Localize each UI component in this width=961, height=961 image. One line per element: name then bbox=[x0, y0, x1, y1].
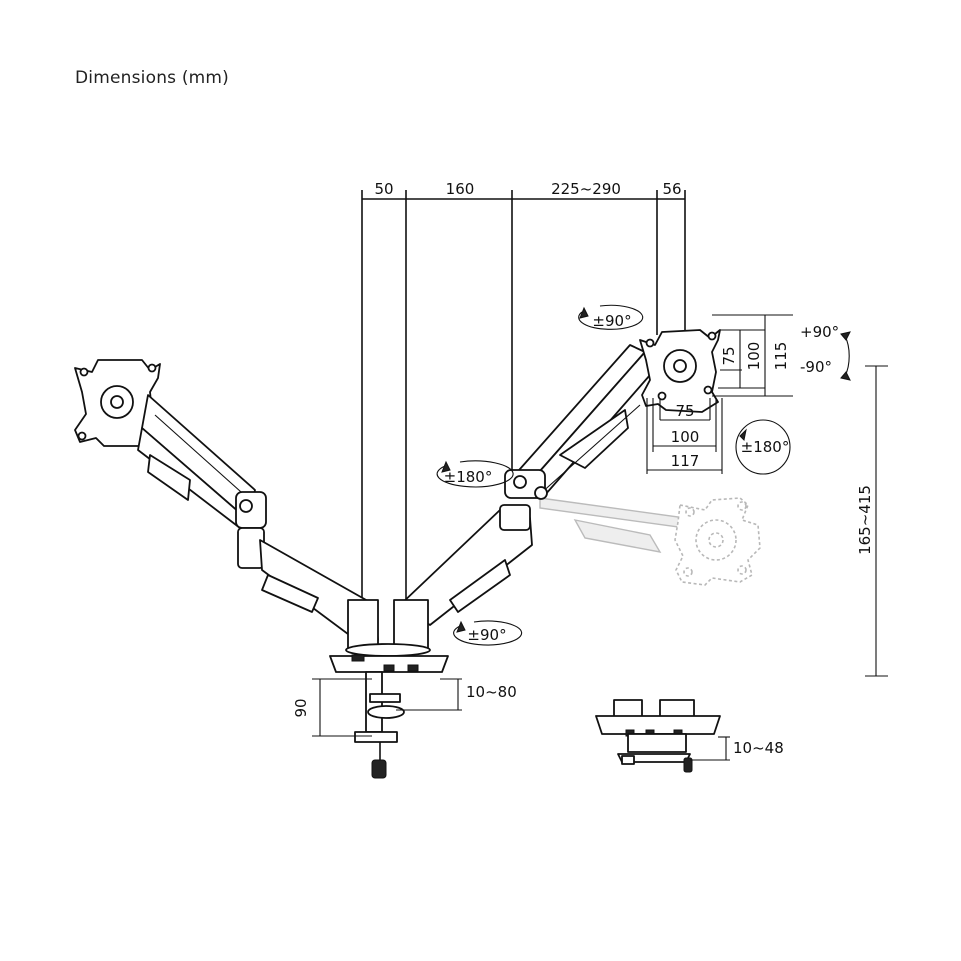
rot-tilt-up: +90° bbox=[800, 323, 839, 341]
dim-upper-arm: 225~290 bbox=[551, 180, 621, 198]
swivel-head-icon bbox=[735, 419, 791, 475]
left-arm bbox=[74, 359, 379, 641]
dim-height-range: 165~415 bbox=[856, 485, 874, 555]
rot-tilt-down: -90° bbox=[800, 358, 832, 376]
dim-vesa-h-small: 75 bbox=[720, 346, 738, 365]
pole-and-base bbox=[329, 599, 449, 779]
diagram-title: Dimensions (mm) bbox=[75, 68, 230, 88]
dim-vesa-h-large: 100 bbox=[745, 342, 763, 371]
dim-clamp-range: 10~80 bbox=[466, 683, 517, 701]
swivel-base-icon bbox=[453, 620, 523, 646]
right-arm bbox=[399, 329, 721, 626]
tilt-icon bbox=[840, 331, 851, 381]
rot-swivel-base: ±90° bbox=[467, 626, 506, 644]
ghost-arm-position bbox=[539, 497, 761, 586]
clamp-dimension-lines bbox=[312, 678, 462, 737]
dim-grommet-range: 10~48 bbox=[733, 739, 784, 757]
dim-plate-depth: 56 bbox=[662, 180, 681, 198]
rot-swivel-head: ±180° bbox=[741, 438, 790, 456]
dim-lower-arm: 160 bbox=[446, 180, 475, 198]
dim-vesa-w-large: 100 bbox=[671, 428, 700, 446]
dim-vesa-w-small: 75 bbox=[675, 402, 694, 420]
dim-plate-height: 115 bbox=[772, 342, 790, 371]
rotation-plate-icon bbox=[578, 304, 644, 330]
dim-plate-width: 117 bbox=[671, 452, 700, 470]
grommet-base bbox=[595, 699, 730, 773]
height-dimension-lines bbox=[865, 365, 888, 677]
dim-clamp-height: 90 bbox=[292, 698, 310, 717]
top-dimension-lines bbox=[361, 190, 686, 610]
rot-swivel-arm: ±180° bbox=[444, 468, 493, 486]
swivel-arm-icon bbox=[436, 460, 514, 488]
rot-plate: ±90° bbox=[592, 312, 631, 330]
dim-base-offset: 50 bbox=[374, 180, 393, 198]
vesa-dimension-lines bbox=[646, 314, 793, 474]
